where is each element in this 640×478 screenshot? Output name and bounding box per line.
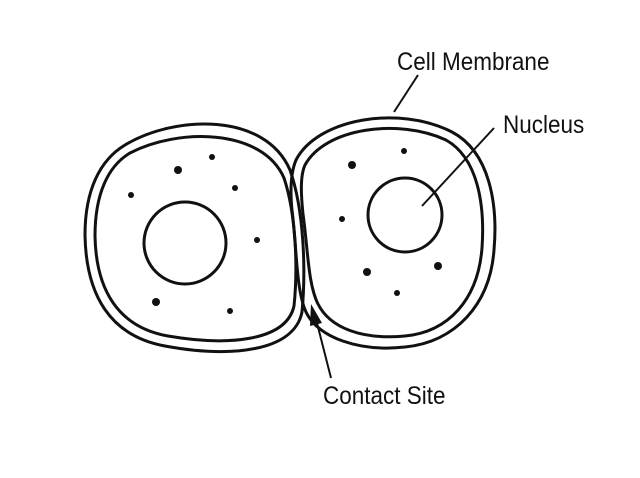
- cell-membrane-leader-line: [393, 74, 419, 113]
- nucleus-leader-line: [421, 127, 495, 207]
- right-cell-granule: [339, 216, 345, 222]
- contact-site-label: Contact Site: [323, 382, 445, 410]
- left-cell: [83, 122, 306, 354]
- left-cell-granule: [209, 154, 215, 160]
- left-cell-granule: [152, 298, 160, 306]
- right-cell-granule: [363, 268, 371, 276]
- left-cell-granule: [254, 237, 260, 243]
- nucleus-label: Nucleus: [503, 111, 584, 139]
- contact-site-arrowhead-icon: [310, 304, 322, 326]
- right-cell-outer-membrane: [289, 116, 497, 350]
- left-cell-granule: [227, 308, 233, 314]
- left-cell-outer-membrane: [83, 122, 306, 354]
- left-cell-granule: [128, 192, 134, 198]
- right-cell-granule: [434, 262, 442, 270]
- right-cell-granule: [394, 290, 400, 296]
- right-cell-inner-membrane: [299, 127, 485, 339]
- right-cell-nucleus: [366, 176, 444, 254]
- left-cell-granule: [174, 166, 182, 174]
- cell-membrane-label: Cell Membrane: [397, 48, 549, 76]
- left-cell-inner-membrane: [93, 135, 298, 343]
- right-cell-granule: [401, 148, 407, 154]
- right-cell-granule: [348, 161, 356, 169]
- left-cell-granule: [232, 185, 238, 191]
- right-cell: [289, 116, 497, 350]
- contact-site-leader-line: [316, 322, 332, 379]
- left-cell-nucleus: [142, 200, 228, 286]
